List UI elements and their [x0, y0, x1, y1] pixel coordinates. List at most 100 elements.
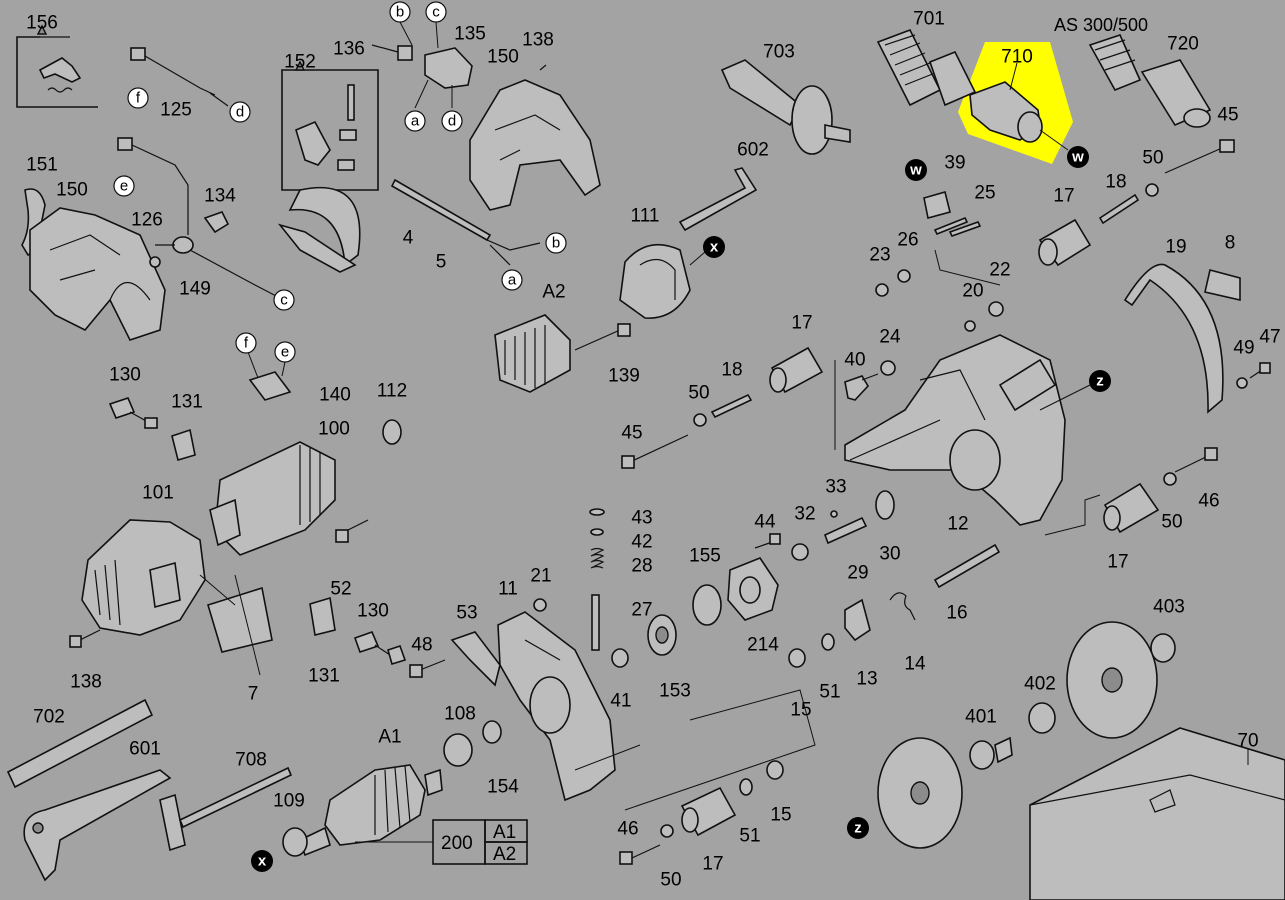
part-label-p131b: 131 — [308, 666, 340, 687]
part-708-tool — [159, 766, 293, 852]
part-label-p17c: 17 — [1107, 552, 1128, 573]
part-label-p130b: 130 — [357, 601, 389, 622]
part-label-p125: 125 — [160, 100, 192, 121]
part-130-brush-bottom — [353, 630, 407, 666]
part-602-allen-key — [678, 167, 758, 232]
ref-black-k_x1: x — [703, 236, 725, 258]
ref-black-k_w2: w — [905, 159, 927, 181]
svg-text:f: f — [136, 90, 141, 107]
part-601-spanner — [23, 769, 172, 882]
part-label-p41: 41 — [610, 691, 631, 712]
part-label-p21: 21 — [530, 566, 551, 587]
part-label-p156: 156 — [26, 13, 58, 34]
part-label-p18b: 18 — [721, 360, 742, 381]
part-label-p53: 53 — [456, 603, 477, 624]
part-label-p24: 24 — [879, 327, 901, 348]
part-30-flange — [875, 490, 895, 520]
part-label-p46b: 46 — [617, 819, 638, 840]
part-11-gearcase — [497, 611, 616, 802]
part-17-bearing-right — [1103, 482, 1160, 534]
part-label-p134: 134 — [204, 186, 236, 207]
part-label-p18a: 18 — [1105, 172, 1126, 193]
part-label-p44: 44 — [754, 512, 776, 533]
svg-text:w: w — [909, 162, 922, 179]
part-46-screw-right — [1174, 447, 1218, 473]
part-701-hose — [876, 28, 977, 107]
part-214-bearing-plate — [727, 557, 779, 621]
part-156-group — [16, 24, 98, 108]
part-label-p32: 32 — [794, 504, 815, 525]
part-45-screw-mid — [621, 434, 689, 469]
part-label-p401: 401 — [965, 707, 997, 728]
part-label-p17d: 17 — [702, 854, 723, 875]
part-label-p39: 39 — [944, 153, 965, 174]
part-52-screw — [335, 519, 369, 543]
part-label-p403: 403 — [1153, 597, 1185, 618]
part-label-p20: 20 — [962, 281, 983, 302]
part-label-p49: 49 — [1233, 338, 1254, 359]
part-label-p131a: 131 — [171, 392, 203, 413]
ref-circle-r_c2: c — [273, 289, 295, 311]
svg-text:c: c — [280, 292, 288, 309]
part-label-p50b: 50 — [688, 383, 709, 404]
ref-black-k_z1: z — [1089, 370, 1111, 392]
part-14-spring — [889, 592, 916, 621]
svg-text:w: w — [1071, 149, 1084, 166]
part-150-housing-left — [29, 207, 166, 341]
part-label-p33: 33 — [825, 477, 846, 498]
part-152-group — [277, 60, 379, 273]
part-label-p151: 151 — [26, 155, 58, 176]
part-label-p16: 16 — [946, 603, 967, 624]
part-109-bearing — [282, 827, 308, 857]
part-label-p15a: 15 — [790, 700, 811, 721]
part-label-p138a: 138 — [522, 30, 554, 51]
ref-black-k_z2: z — [847, 817, 869, 839]
part-label-pAS: AS 300/500 — [1054, 15, 1148, 35]
ref-circle-r_a2: a — [501, 269, 523, 291]
ref-circle-r_d1: d — [229, 101, 251, 123]
part-label-p111: 111 — [631, 206, 660, 227]
part-label-p701: 701 — [913, 9, 945, 30]
ref-circle-r_f1: f — [127, 87, 149, 109]
part-label-p45a: 45 — [1217, 105, 1238, 126]
part-label-p17b: 17 — [791, 313, 812, 334]
part-32-nut — [791, 543, 809, 561]
svg-text:b: b — [396, 4, 404, 21]
ref-circle-r_b1: b — [389, 1, 411, 23]
part-label-p101: 101 — [142, 483, 174, 504]
kit-a1: A1 — [493, 822, 516, 843]
part-15-bushing — [788, 648, 806, 668]
part-50-washer-right — [1163, 472, 1177, 486]
assembly-lines — [199, 494, 1101, 811]
part-label-p17a: 17 — [1053, 186, 1074, 207]
part-label-p149: 149 — [179, 279, 211, 300]
part-134-clip — [203, 211, 230, 234]
ref-circle-r_a1: a — [404, 110, 426, 132]
part-label-p112: 112 — [377, 381, 407, 402]
part-label-p153: 153 — [659, 681, 691, 702]
svg-text:z: z — [854, 820, 862, 837]
part-label-p138b: 138 — [70, 672, 102, 693]
part-403-washer — [1150, 633, 1176, 663]
part-label-p136: 136 — [333, 39, 365, 60]
part-153-gear — [647, 614, 677, 656]
part-126-cable — [117, 137, 281, 299]
part-39-block — [923, 191, 951, 219]
part-131-holder-bottom — [309, 596, 336, 636]
part-720-hose — [1088, 34, 1212, 128]
part-17-bearing-top — [1038, 218, 1092, 267]
part-label-p602: 602 — [737, 140, 769, 161]
part-label-p26: 26 — [897, 230, 918, 251]
part-702-wrench — [6, 698, 154, 789]
part-label-p703: 703 — [763, 42, 795, 63]
part-blade-lower — [877, 737, 963, 849]
part-label-p42: 42 — [631, 532, 652, 553]
part-label-p50c: 50 — [1161, 512, 1182, 533]
svg-text:e: e — [120, 178, 128, 195]
ref-circle-r_c1: c — [425, 1, 447, 23]
part-label-p25: 25 — [974, 183, 995, 204]
kit-code: 200 — [441, 833, 473, 854]
part-label-p50a: 50 — [1142, 148, 1163, 169]
part-label-p720: 720 — [1167, 34, 1199, 55]
part-label-p702: 702 — [33, 707, 65, 728]
